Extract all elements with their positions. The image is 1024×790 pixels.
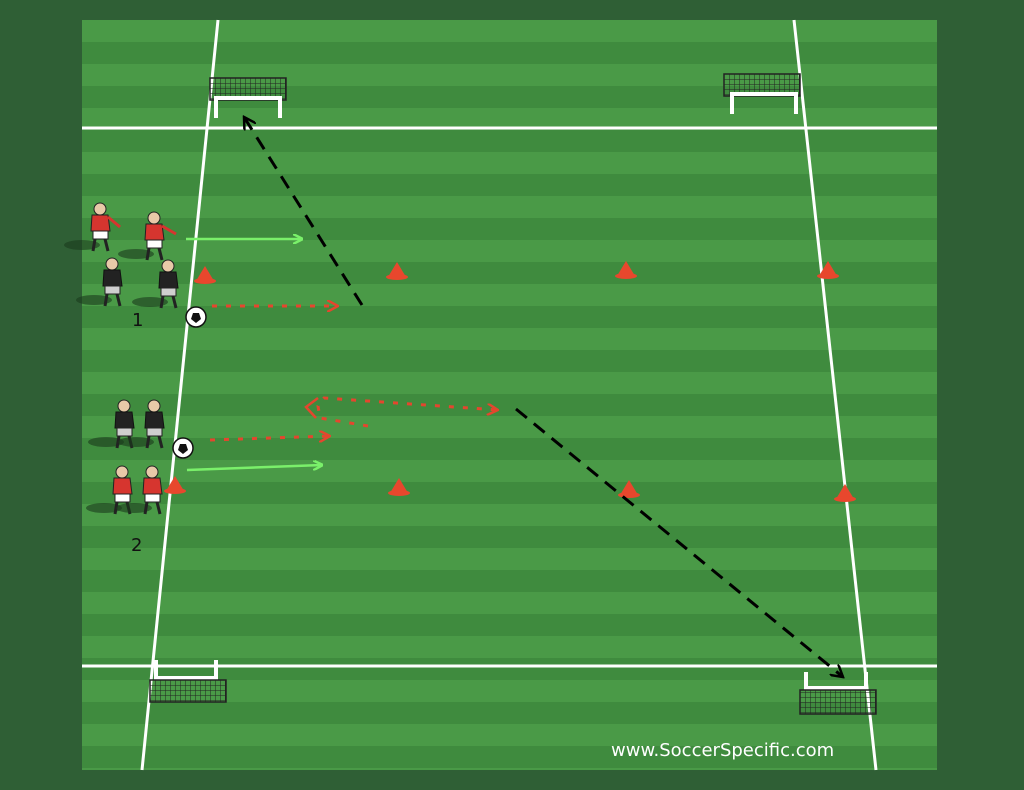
cone-icon xyxy=(834,484,856,502)
player-black-icon xyxy=(132,259,179,309)
grass-stripe xyxy=(82,438,937,460)
grass-stripe xyxy=(82,702,937,724)
player-red-icon xyxy=(64,202,121,252)
grass-stripe xyxy=(82,526,937,548)
pass-arrow xyxy=(244,117,364,306)
dribble-arrow-head-left xyxy=(304,397,319,419)
grass-stripe xyxy=(82,724,937,746)
grass-stripe xyxy=(82,658,937,680)
grass-stripe xyxy=(82,460,937,482)
cone-icon xyxy=(388,478,410,496)
cone-icon xyxy=(194,266,216,284)
grass-stripe xyxy=(82,152,937,174)
grass-stripe xyxy=(82,768,937,770)
grass-stripe xyxy=(82,548,937,570)
grass-stripe xyxy=(82,570,937,592)
grass-stripes xyxy=(82,20,937,770)
goal-icon xyxy=(799,672,877,715)
grass-stripe xyxy=(82,42,937,64)
run-arrow xyxy=(186,465,322,472)
grass-stripe xyxy=(82,218,937,240)
grass-stripe xyxy=(82,504,937,526)
goal-icon xyxy=(209,77,287,118)
grass-stripe xyxy=(82,636,937,658)
grass-stripe xyxy=(82,284,937,306)
player-group-2 xyxy=(86,399,165,515)
cone-icon xyxy=(386,262,408,280)
grass-stripe xyxy=(82,108,937,130)
grass-stripe xyxy=(82,20,937,42)
dribble-arrow xyxy=(316,396,498,428)
grass-stripe xyxy=(82,592,937,614)
grass-stripe xyxy=(82,746,937,768)
grass-stripe xyxy=(82,240,937,262)
player-group-1 xyxy=(64,202,179,309)
goal-icon xyxy=(149,660,227,703)
group-label-2: 2 xyxy=(131,535,142,556)
player-red-icon xyxy=(86,465,133,515)
grass-stripe xyxy=(82,482,937,504)
ball-icon xyxy=(185,306,207,328)
pass-arrow xyxy=(515,407,843,677)
player-red-icon xyxy=(116,465,163,515)
grass-stripe xyxy=(82,372,937,394)
cones xyxy=(164,261,856,502)
grass-stripe xyxy=(82,306,937,328)
left-sideline xyxy=(140,19,220,771)
right-sideline xyxy=(792,19,878,771)
arrows xyxy=(186,117,843,677)
grass-stripe xyxy=(82,130,937,152)
grass-stripe xyxy=(82,416,937,438)
grass-stripe xyxy=(82,614,937,636)
cone-icon xyxy=(615,261,637,279)
cone-icon xyxy=(817,261,839,279)
goal-icon xyxy=(723,73,801,114)
player-red-icon xyxy=(118,211,177,261)
cone-icon xyxy=(164,476,186,494)
grass-stripe xyxy=(82,394,937,416)
group-label-1: 1 xyxy=(132,310,143,331)
ball-icon xyxy=(172,437,194,459)
dribble-arrow xyxy=(209,436,330,440)
grass-stripe xyxy=(82,262,937,284)
grass-stripe xyxy=(82,174,937,196)
grass-stripe xyxy=(82,680,937,702)
grass-stripe xyxy=(82,328,937,350)
pitch-lines xyxy=(82,19,937,771)
grass-stripe xyxy=(82,196,937,218)
player-black-icon xyxy=(118,399,165,449)
watermark: www.SoccerSpecific.com xyxy=(611,740,834,761)
grass-stripe xyxy=(82,350,937,372)
player-black-icon xyxy=(76,257,123,307)
